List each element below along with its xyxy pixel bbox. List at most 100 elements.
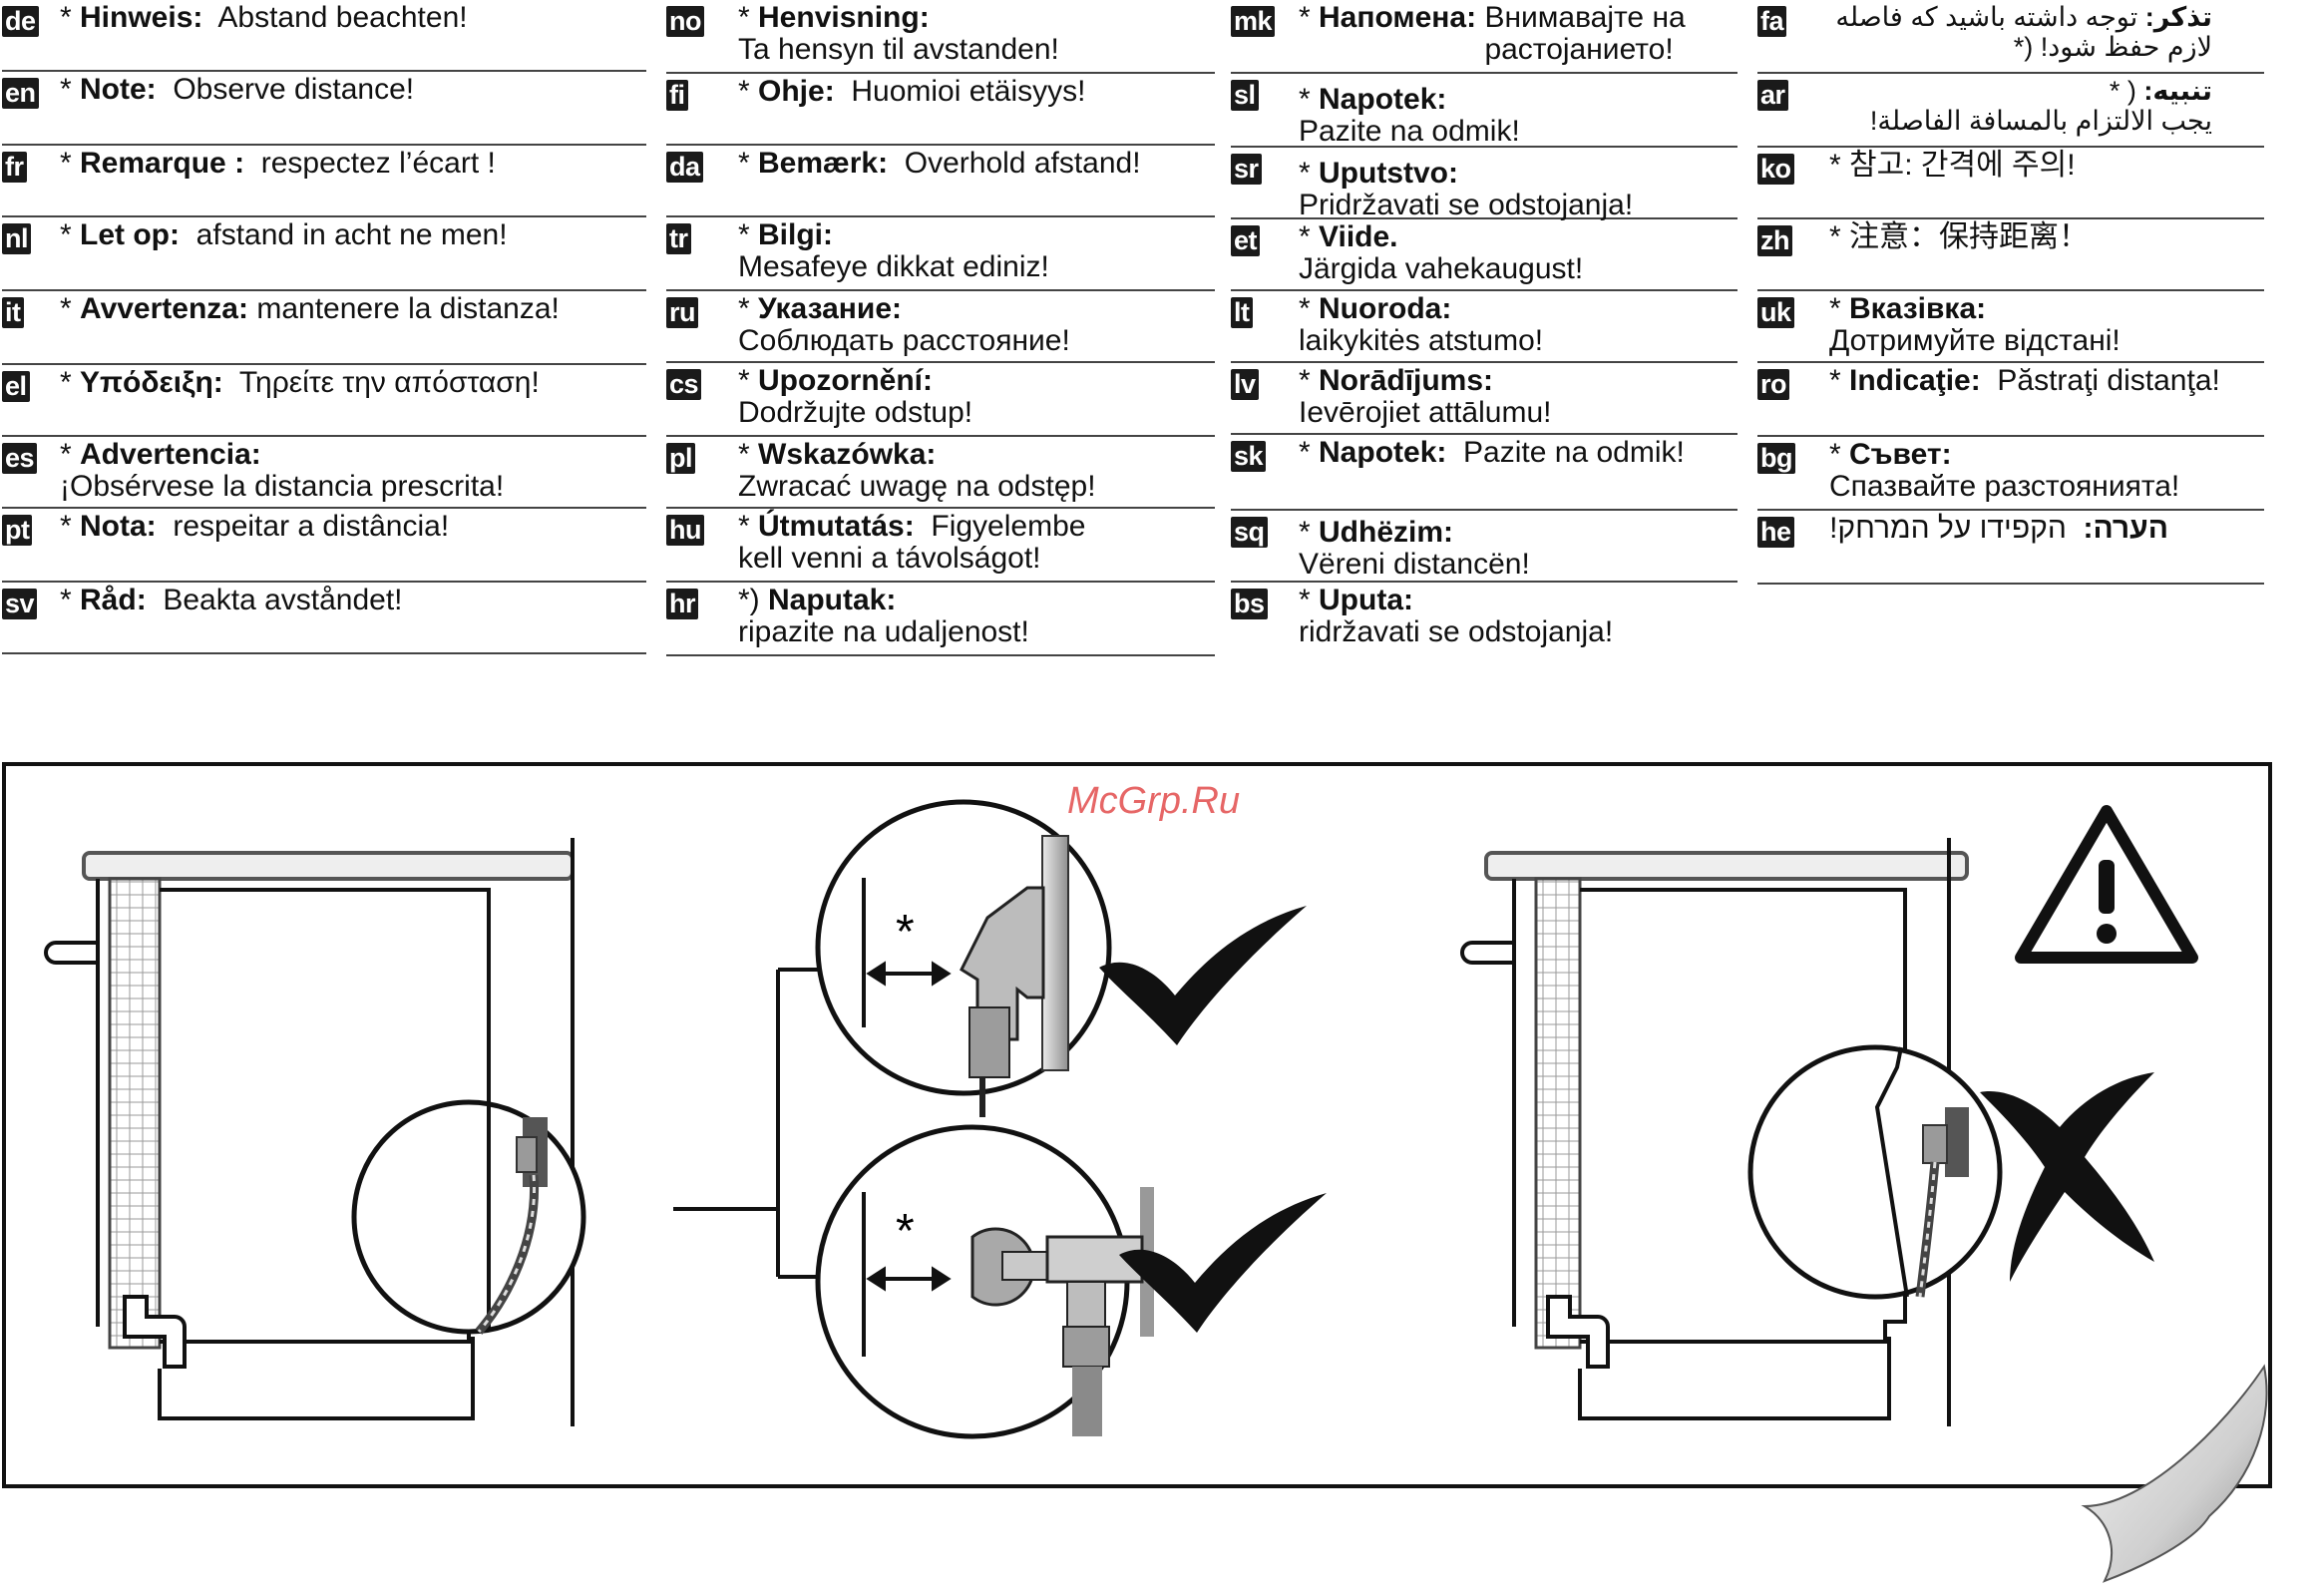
note-da: da * Bemærk: Overhold afstand! [666,146,1215,217]
note-ro: ro * Indicaţie: Păstraţi distanţa! [1757,363,2264,437]
note-fr: fr * Remarque : respectez l’écart ! [2,146,646,217]
lang-badge: mk [1231,6,1276,37]
note-label: Avvertenza: [80,292,248,325]
note-text: 간격에 주의! [1920,149,2076,182]
note-label: Uputa: [1319,584,1413,616]
lang-badge: uk [1757,297,1794,328]
note-text: ripazite na udaljenost! [738,615,1029,648]
note-bg: bg * Съвет:Спазвайте разстоянията! [1757,437,2264,511]
note-label: Norādījums: [1319,364,1494,397]
note-label: Nota: [80,510,157,543]
note-label: Advertencia: [80,438,261,471]
installation-illustration: * * [44,780,2268,1583]
note-text: afstand in acht ne men! [195,218,508,251]
note-zh: zh * 注意：保持距离！ [1757,219,2264,291]
lang-badge: hr [666,589,698,619]
note-text: توجه داشته باشید که فاصله لازم حفظ شود! [1835,2,2212,62]
note-text: يجب الالتزام بالمسافة الفاصلة! [1869,106,2212,136]
note-text: Спазвайте разстоянията! [1829,470,2180,503]
lang-badge: sq [1231,517,1268,548]
note-text: Beakta avståndet! [163,584,403,616]
note-label: Naputak: [768,584,897,616]
lang-badge: et [1231,225,1261,256]
note-label: Вказівка: [1849,292,1987,325]
note-text: 保持距离！ [1939,220,2090,253]
note-label: Напомена: [1319,1,1477,34]
note-label: Uputstvo: [1319,157,1458,190]
note-label: הערה: [2083,512,2168,545]
note-label: Съвет: [1849,438,1952,471]
lang-badge: nl [2,223,31,254]
note-et: et * Viide.Järgida vahekaugust! [1231,219,1737,291]
note-text: Pridržavati se odstojanja! [1299,189,1634,221]
valve-detail-circle: * [815,1124,1154,1439]
lang-badge: no [666,6,704,37]
note-hr: hr *) Naputak:ripazite na udaljenost! [666,583,1215,656]
note-text: Abstand beachten! [217,1,468,34]
note-el: el * Υπόδειξη: Τηρείτε την απόσταση! [2,365,646,437]
note-hu: hu * Útmutatás: Figyelembe kell venni a … [666,509,1215,583]
lang-badge: es [2,443,38,474]
lang-badge: ar [1757,80,1788,111]
note-text: Внимавајте на растојанието! [1484,1,1686,66]
distance-arrow-icon [866,961,952,987]
note-label: Upozornění: [758,364,933,397]
note-uk: uk * Вказівка:Дотримуйте відстані! [1757,291,2264,363]
note-label: 참고: [1849,149,1913,182]
note-label: Hinweis: [80,1,203,34]
note-text: respectez l’écart ! [260,147,496,180]
note-fi: fi * Ohje: Huomioi etäisyys! [666,74,1215,146]
lang-badge: hu [666,515,704,546]
warning-icon [2015,805,2198,964]
note-text: Dodržujte odstup! [738,396,973,429]
illustration-frame [2,762,2272,1488]
lang-badge: lt [1231,297,1253,328]
lang-badge: sr [1231,154,1262,185]
note-text: Τηρείτε την απόσταση! [238,366,540,399]
lang-badge: en [2,78,39,109]
dishwasher-niche-left [44,838,575,1426]
lang-badge: ro [1757,369,1789,400]
note-de: de * Hinweis: Abstand beachten! [2,0,646,72]
lang-badge: sk [1231,441,1267,472]
lang-badge: zh [1757,225,1792,256]
plug-detail-circle: * [815,799,1112,1117]
cross-icon [1980,1072,2154,1282]
note-lv: lv * Norādījums:Ievērojiet attālumu! [1231,363,1737,435]
note-ar: ar تنبيه: ( *يجب الالتزام بالمسافة الفاص… [1757,74,2264,148]
lang-badge: de [2,6,39,37]
detail-circle-right [1747,1044,2003,1300]
lang-badge: bs [1231,589,1268,619]
note-text: Vëreni distancën! [1299,548,1530,581]
note-label: Ohje: [758,75,835,108]
note-text: Huomioi etäisyys! [851,75,1086,108]
note-text: Дотримуйте відстані! [1829,324,2121,357]
note-bs: bs * Uputa:ridržavati se odstojanja! [1231,583,1737,656]
note-label: Udhëzim: [1319,516,1454,549]
note-text: Overhold afstand! [904,147,1141,180]
note-text: Figyelembe kell venni a távolságot! [738,510,1086,575]
lang-badge: lv [1231,369,1259,400]
note-es: es * Advertencia:¡Obsérvese la distancia… [2,437,646,509]
note-he: he הערה: הקפידו על המרחק! [1757,511,2264,585]
watermark-text: McGrp.Ru [1067,780,1240,822]
note-text: הקפידו על המרחק! [1829,512,2067,545]
note-text: laikykitės atstumo! [1299,324,1544,357]
note-text: ridržavati se odstojanja! [1299,615,1614,648]
connector-lines [673,968,828,1279]
note-label: Note: [80,73,157,106]
note-label: Viide. [1319,220,1398,253]
note-sl: sl * Napotek:Pazite na odmik! [1231,74,1737,148]
note-text: Observe distance! [173,73,415,106]
note-label: Bilgi: [758,218,834,251]
lang-badge: bg [1757,443,1795,474]
note-text: Ievērojiet attālumu! [1299,396,1552,429]
distance-arrow-icon [866,1266,952,1292]
note-sk: sk * Napotek: Pazite na odmik! [1231,435,1737,511]
note-mk: mk * Напомена: Внимавајте на растојаниет… [1231,0,1737,74]
note-text: Ta hensyn til avstanden! [738,33,1059,66]
note-text: Pazite na odmik! [1463,436,1685,469]
note-label: 注意： [1849,220,1940,253]
note-label: Råd: [80,584,147,616]
note-sq: sq * Udhëzim:Vëreni distancën! [1231,511,1737,583]
